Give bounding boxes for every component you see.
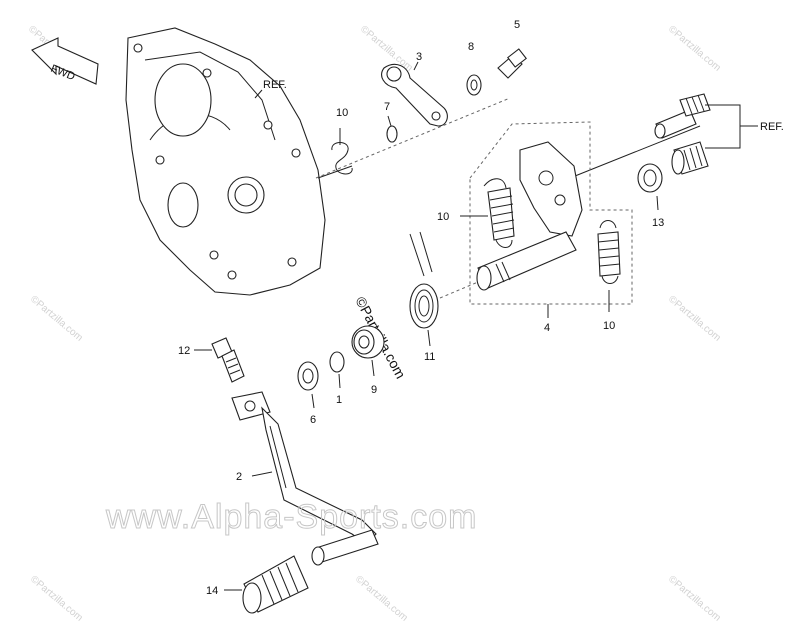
ref-label: REF. — [760, 121, 784, 133]
callout-5: 5 — [514, 19, 520, 31]
callout-14: 13 — [652, 217, 664, 229]
part-5-bolt — [497, 48, 527, 79]
callout-9: 9 — [371, 384, 377, 396]
tile-watermark: ©Partzilla.com — [666, 574, 723, 624]
part-6-washer — [297, 361, 319, 391]
needle-bearing — [671, 141, 709, 175]
assembly-line — [439, 281, 479, 299]
ref-bracket — [705, 104, 741, 149]
part-8-washer — [466, 74, 482, 96]
assembly-box — [469, 121, 633, 305]
callout-10b: 10 — [603, 320, 615, 332]
tile-watermark: ©Partzilla.com — [666, 294, 723, 344]
part-12-spring — [409, 231, 439, 329]
crankcase-cover — [125, 27, 326, 296]
callout-7: 7 — [384, 101, 390, 113]
callout-2: 2 — [236, 471, 242, 483]
tile-watermark: ©Partzilla.com — [28, 294, 85, 344]
part-3-arm — [381, 63, 448, 127]
part-11-spring — [317, 128, 353, 179]
part-1-circlip — [329, 351, 345, 373]
callout-12: 11 — [424, 351, 435, 363]
tile-watermark: ©Partzilla.com — [28, 574, 85, 624]
pivot-bolt — [654, 93, 711, 139]
part-7-washer — [386, 125, 398, 143]
ref-label: REF. — [263, 79, 287, 91]
part-10-spring-lower — [597, 220, 621, 284]
tile-watermark: ©Partzilla.com — [353, 574, 410, 624]
site-watermark: www.Alpha-Sports.com — [105, 498, 477, 536]
ref-leader — [254, 89, 263, 99]
fwd-arrow-icon: FWD — [31, 37, 99, 85]
callout-11: 10 — [336, 107, 348, 119]
part-9-bushing — [351, 325, 385, 359]
callout-4: 4 — [544, 322, 550, 334]
part-14-seal — [637, 163, 663, 193]
callout-15: 14 — [206, 585, 218, 597]
part-4-shaft — [476, 141, 583, 291]
part-10-spring-upper — [483, 178, 515, 248]
callout-10a: 10 — [437, 211, 449, 223]
callout-6: 6 — [310, 414, 316, 426]
assembly-line — [315, 97, 511, 179]
callout-8: 8 — [468, 41, 474, 53]
callout-13: 12 — [178, 345, 190, 357]
tile-watermark: ©Partzilla.com — [666, 24, 723, 74]
part-2-shift-pedal — [231, 391, 379, 566]
part-13-bolt — [211, 337, 245, 383]
callout-1: 1 — [336, 394, 342, 406]
callout-3: 3 — [416, 51, 422, 63]
part-15-rubber — [242, 555, 309, 614]
